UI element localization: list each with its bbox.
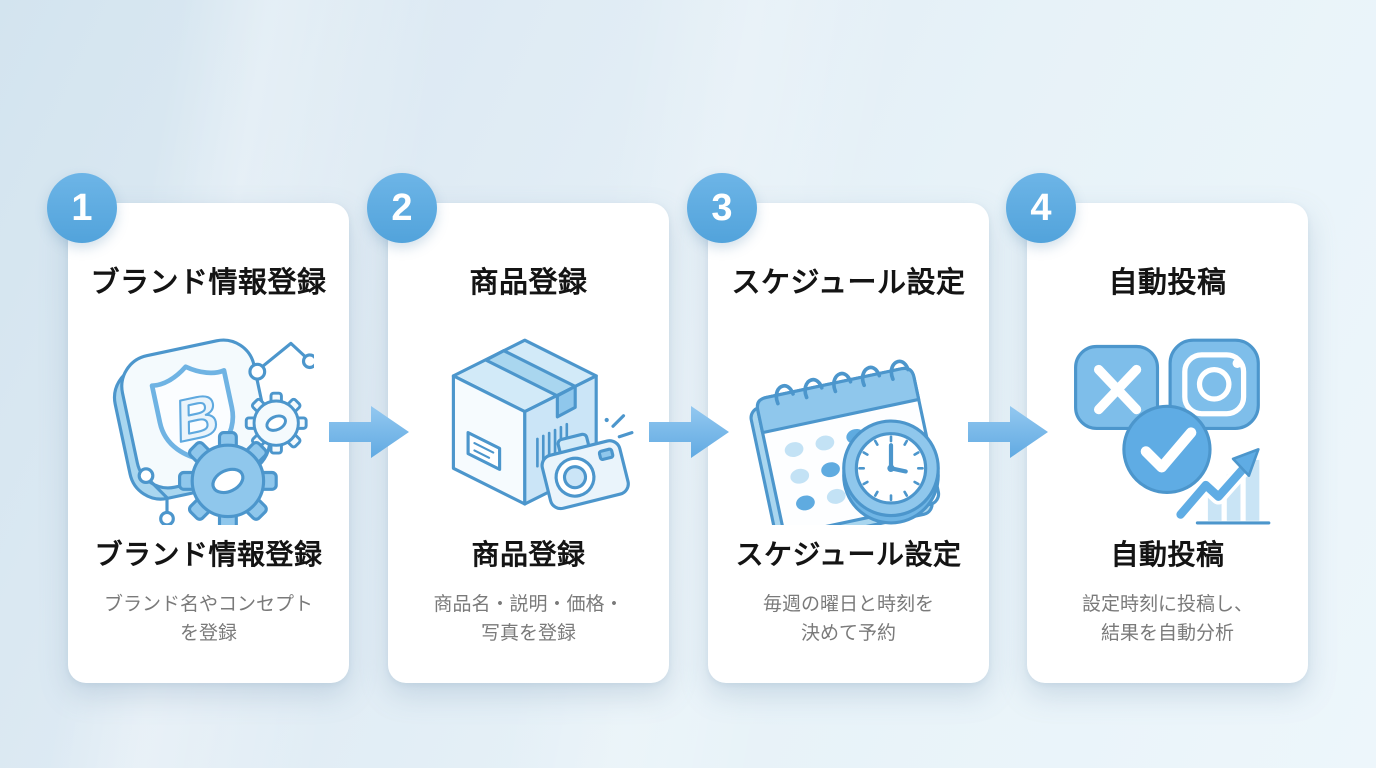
flow-arrow-icon [968,406,1048,458]
step-subtitle: ブランド情報登録 [94,539,323,570]
step-card-schedule-setting: スケジュール設定 [708,203,989,683]
circuit-lines-top [247,341,314,381]
instagram-logo-tile [1168,338,1260,430]
step-number-badge-1: 1 [47,173,117,243]
calendar-clock-icon [748,359,940,525]
flow-arrow-icon [329,406,409,458]
circuit-lines-bottom [137,467,175,525]
step-subtitle: 自動投稿 [1110,539,1225,570]
step-title: スケジュール設定 [731,267,966,299]
step-title: ブランド情報登録 [90,267,327,299]
step-number-badge-3: 3 [687,173,757,243]
step-card-auto-posting: 自動投稿 [1027,203,1308,683]
step-subtitle: 商品登録 [471,539,586,570]
check-circle [1121,404,1212,495]
product-box-camera-icon [451,338,633,511]
step-card-product-registration: 商品登録 [388,203,669,683]
flow-arrow-icon [649,406,729,458]
brand-shield-gears-icon: B [112,338,314,525]
step-card-brand-registration: ブランド情報登録 B [68,203,349,683]
step-title: 商品登録 [469,267,588,299]
step-description: ブランド名やコンセプト を登録 [103,594,313,644]
sns-check-growth-icon [1073,338,1270,525]
step-description: 商品名・説明・価格・ 写真を登録 [433,594,624,644]
gear-large [177,431,278,525]
clock [841,419,940,525]
step-subtitle: スケジュール設定 [735,539,962,570]
growth-arrow [1172,448,1260,523]
camera [540,414,633,511]
step-title: 自動投稿 [1108,267,1227,299]
step-description: 毎週の曜日と時刻を 決めて予約 [762,594,934,644]
x-logo-tile [1073,344,1159,430]
step-description: 設定時刻に投稿し、 結果を自動分析 [1081,594,1253,644]
step-number-badge-4: 4 [1006,173,1076,243]
step-number-badge-2: 2 [367,173,437,243]
